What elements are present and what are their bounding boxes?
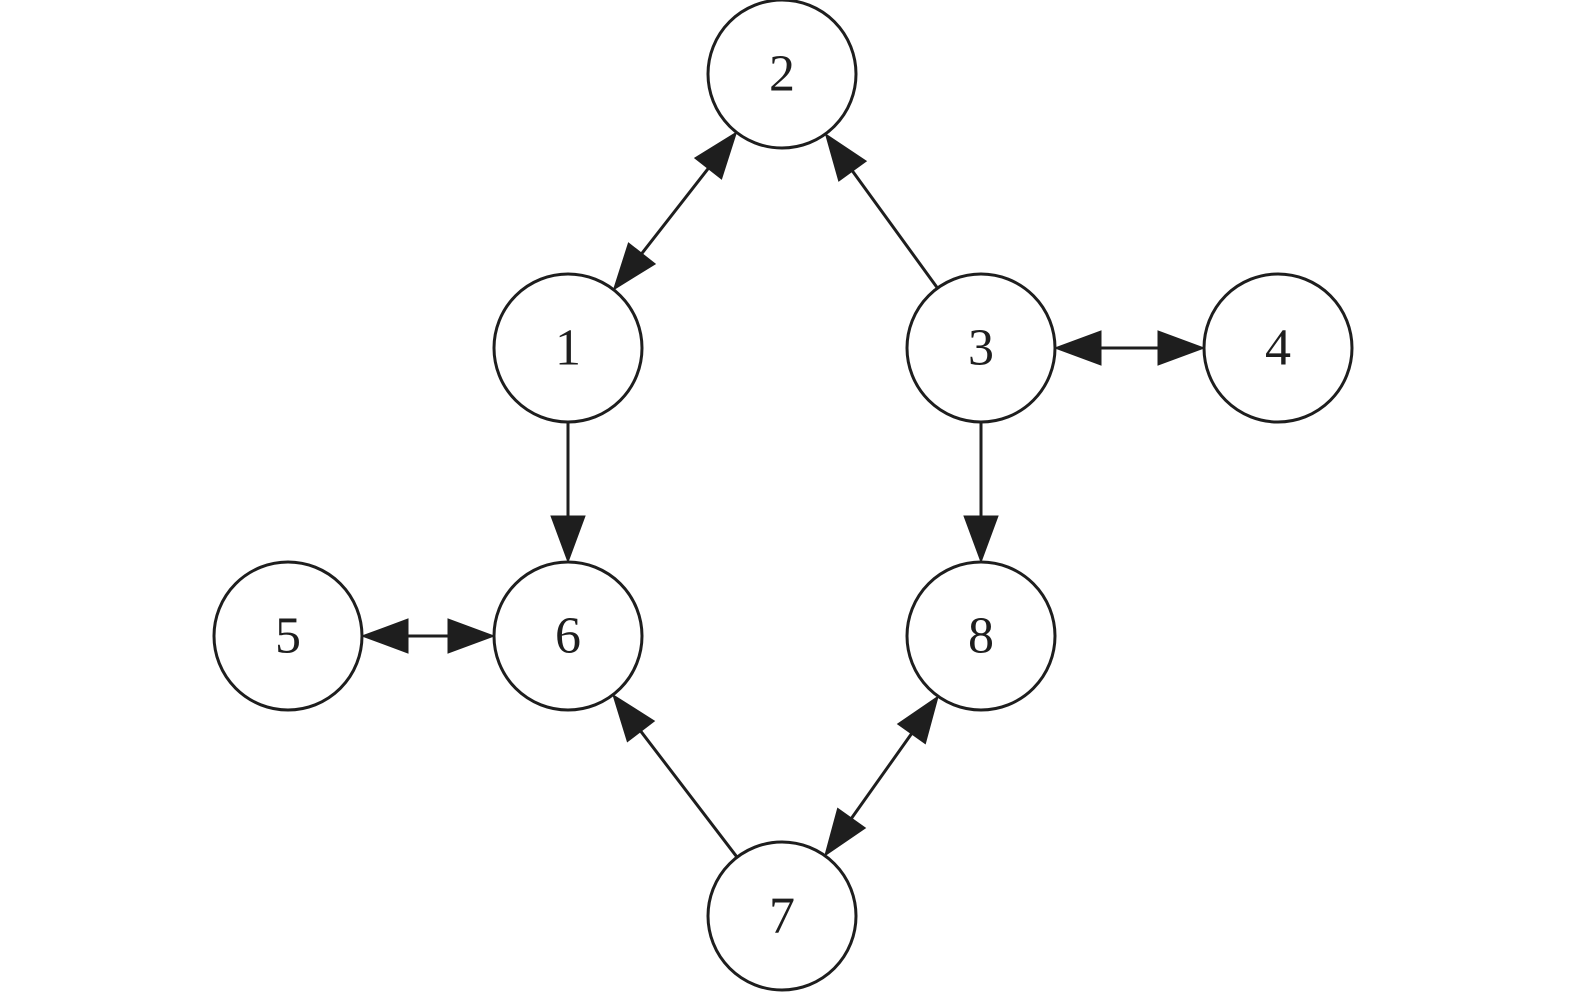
arrowhead-to-6 <box>612 693 656 743</box>
node-2-label: 2 <box>769 46 795 103</box>
edge-1-6 <box>550 422 586 564</box>
arrowhead-to-3 <box>1053 330 1102 366</box>
arrowhead-to-2 <box>824 132 868 182</box>
arrowhead-to-1 <box>612 242 657 291</box>
arrowhead-to-2 <box>693 131 738 180</box>
node-6[interactable]: 6 <box>492 560 644 712</box>
edge-3-2 <box>824 132 939 290</box>
node-1[interactable]: 1 <box>492 272 644 424</box>
node-8[interactable]: 8 <box>905 560 1057 712</box>
node-2[interactable]: 2 <box>706 0 858 150</box>
arrowhead-to-5 <box>360 618 409 654</box>
node-4-circle <box>1202 272 1354 424</box>
edge-line <box>847 729 916 823</box>
node-6-label: 6 <box>555 608 581 665</box>
node-3-circle <box>905 272 1057 424</box>
edge-7-8 <box>824 695 939 857</box>
node-4-label: 4 <box>1265 320 1291 377</box>
arrowhead-to-7 <box>824 807 867 857</box>
node-4[interactable]: 4 <box>1202 272 1354 424</box>
node-5-circle <box>212 560 364 712</box>
edges-layer <box>360 131 1206 859</box>
edge-7-6 <box>612 693 739 859</box>
nodes-layer: 2 1 3 4 5 6 8 7 <box>212 0 1354 992</box>
edge-5-6 <box>360 618 496 654</box>
node-8-label: 8 <box>968 608 994 665</box>
arrowhead-to-8 <box>963 515 999 564</box>
arrowhead-to-8 <box>896 695 939 745</box>
arrowhead-to-6 <box>447 618 496 654</box>
edge-3-8 <box>963 422 999 564</box>
node-1-circle <box>492 272 644 424</box>
node-6-circle <box>492 560 644 712</box>
node-2-circle <box>706 0 858 150</box>
node-3[interactable]: 3 <box>905 272 1057 424</box>
node-5[interactable]: 5 <box>212 560 364 712</box>
edge-3-4 <box>1053 330 1206 366</box>
edge-line <box>637 727 739 859</box>
node-5-label: 5 <box>275 608 301 665</box>
node-8-circle <box>905 560 1057 712</box>
node-7-label: 7 <box>769 888 795 945</box>
edge-line <box>638 164 712 258</box>
node-3-label: 3 <box>968 320 994 377</box>
node-7-circle <box>706 840 858 992</box>
arrowhead-to-6 <box>550 515 586 564</box>
edge-1-2 <box>612 131 738 291</box>
arrowhead-to-4 <box>1157 330 1206 366</box>
edge-line <box>848 166 939 290</box>
node-7[interactable]: 7 <box>706 840 858 992</box>
node-1-label: 1 <box>555 320 581 377</box>
